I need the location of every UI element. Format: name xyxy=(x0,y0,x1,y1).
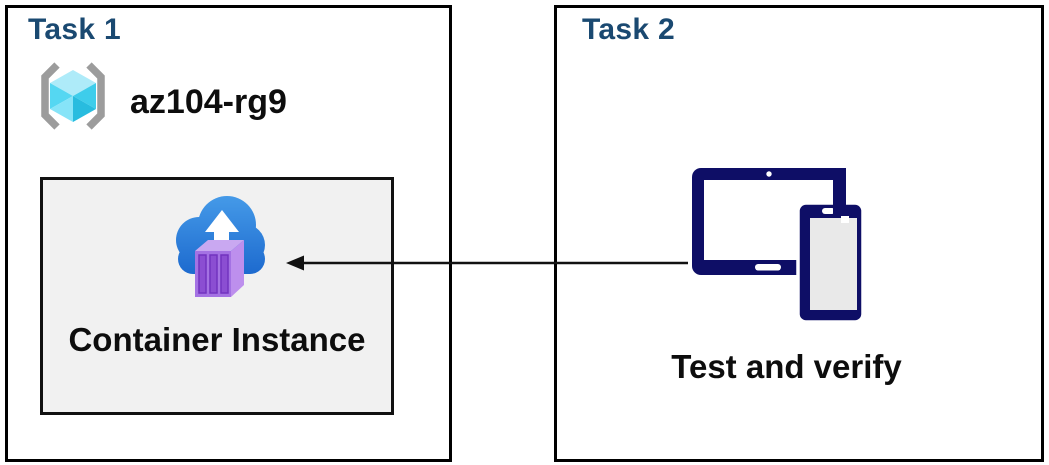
resource-group-icon xyxy=(35,62,111,135)
resource-group-cube xyxy=(50,70,96,122)
task1-panel: Task 1 az104-rg9 xyxy=(5,5,452,462)
container-instance-card: Container Instance xyxy=(40,177,394,415)
container-box xyxy=(195,240,244,297)
upload-arrow-icon xyxy=(205,210,239,256)
flow-arrow xyxy=(286,255,688,271)
phone-icon xyxy=(796,201,865,324)
resource-group-brackets xyxy=(41,62,105,130)
container-instance-icon xyxy=(175,194,267,305)
task2-caption: Test and verify xyxy=(671,348,902,385)
tablet-bezel-overlap xyxy=(833,168,846,217)
tablet-phone-icon xyxy=(688,164,866,329)
container-instance-label: Container Instance xyxy=(68,321,366,358)
task1-title: Task 1 xyxy=(28,13,121,46)
arrowhead-left xyxy=(286,255,304,271)
resource-group-name: az104-rg9 xyxy=(130,83,287,121)
task2-title: Task 2 xyxy=(582,13,675,46)
task2-panel: Task 2 Test and verify xyxy=(554,5,1044,462)
